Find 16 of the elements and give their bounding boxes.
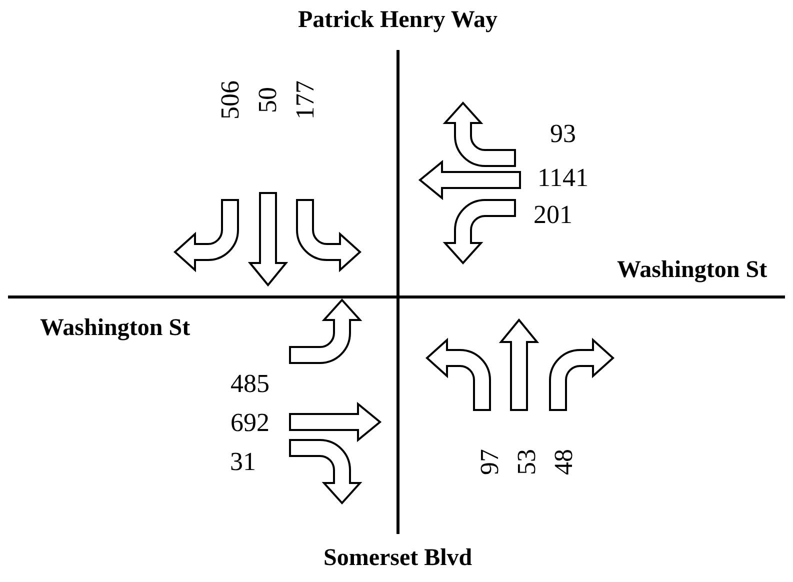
- traffic-volume: 201: [534, 202, 572, 228]
- street-name: Patrick Henry Way: [298, 8, 498, 32]
- traffic-volume: 506: [217, 80, 243, 120]
- traffic-volume: 93: [550, 121, 576, 147]
- traffic-volume: 692: [230, 410, 270, 436]
- traffic-volume: 485: [230, 371, 270, 397]
- street-name: Washington St: [40, 316, 190, 340]
- traffic-volume: 97: [477, 449, 503, 475]
- traffic-volume: 177: [292, 80, 318, 120]
- traffic-volume: 31: [230, 449, 256, 475]
- traffic-volume: 48: [551, 449, 577, 475]
- street-name: Washington St: [617, 258, 768, 282]
- traffic-volume: 1141: [538, 165, 589, 191]
- traffic-volume: 53: [514, 449, 540, 475]
- street-name: Somerset Blvd: [324, 546, 472, 570]
- traffic-volume: 50: [255, 87, 281, 113]
